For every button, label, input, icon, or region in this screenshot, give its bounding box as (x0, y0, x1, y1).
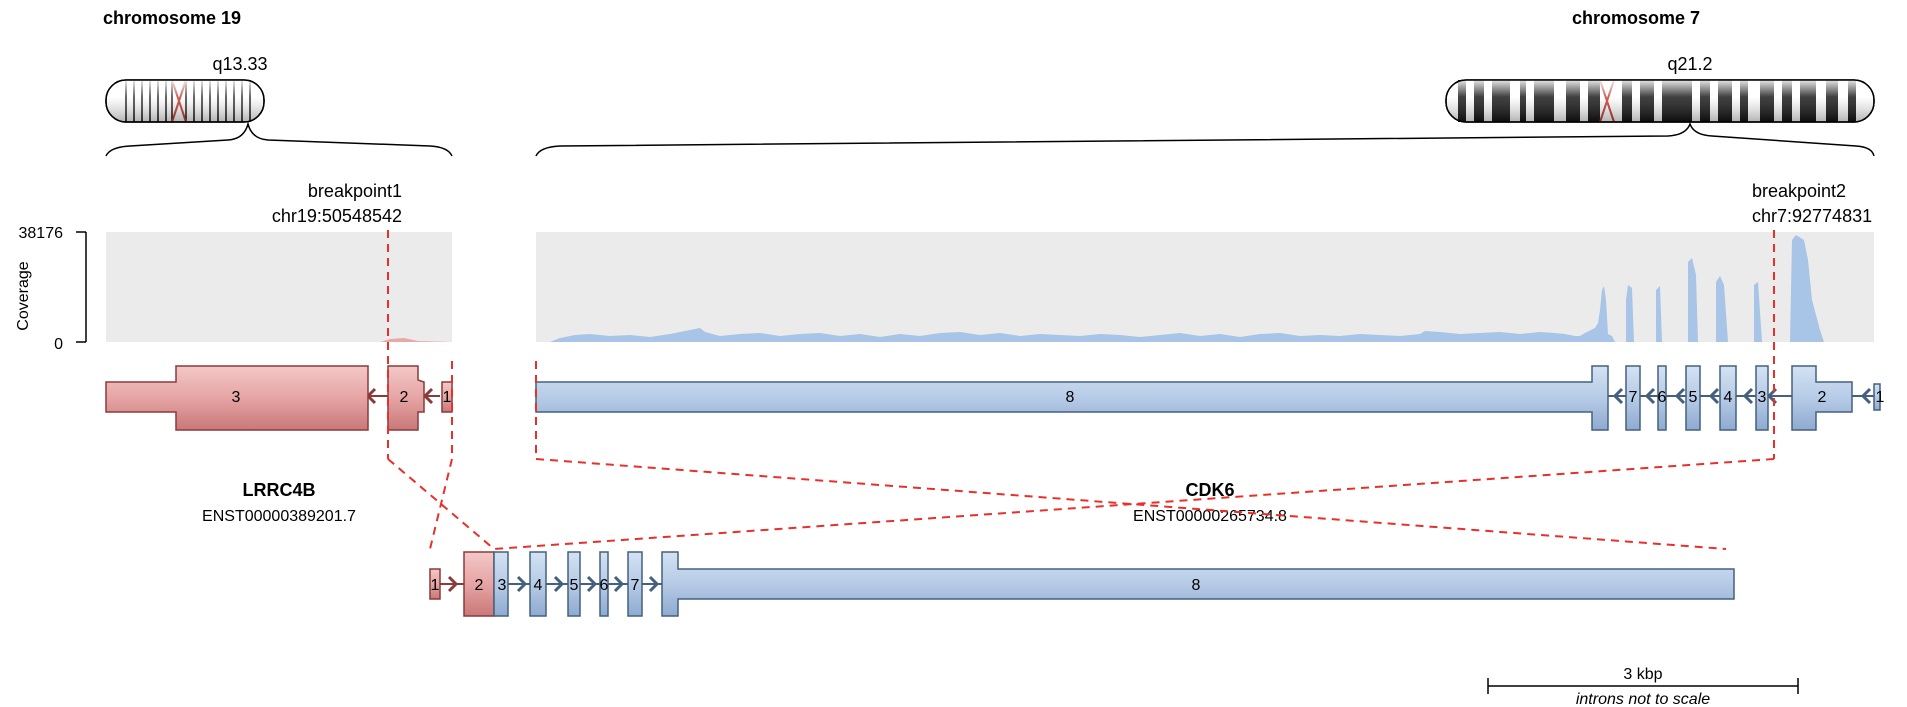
fusion-exon-1-label: 1 (431, 577, 440, 594)
chromosome-19-zoom-brace (105, 121, 453, 157)
cdk6-exon-8-label: 8 (1066, 389, 1075, 406)
fusion-exon-8 (661, 551, 1735, 617)
lrrc4b-transcript-id: ENST00000389201.7 (202, 508, 356, 525)
coverage-axis: 38176 0 Coverage (15, 225, 87, 353)
cdk6-exon-5-label: 5 (1689, 389, 1698, 406)
lrrc4b-gene-track: 3 2 1 (105, 365, 453, 431)
scale-bar: 3 kbp introns not to scale (1487, 666, 1799, 707)
lrrc4b-exon-2 (387, 365, 425, 431)
cdk6-exon-4 (1719, 365, 1737, 431)
cdk6-exon-6 (1657, 365, 1667, 431)
scale-bar-label: 3 kbp (1623, 666, 1662, 683)
cdk6-gene-track: 8 7 6 5 4 3 2 1 (535, 365, 1885, 431)
lrrc4b-gene-name: LRRC4B (242, 480, 315, 500)
cdk6-exon-7 (1625, 365, 1641, 431)
lrrc4b-exon-3-label: 3 (232, 389, 241, 406)
coverage-track-lrrc4b (380, 338, 452, 342)
lrrc4b-exon-3 (105, 365, 369, 431)
cdk6-exon-2-label: 2 (1818, 389, 1827, 406)
coverage-max-label: 38176 (19, 225, 64, 242)
fusion-exon-8-label: 8 (1192, 577, 1201, 594)
fusion-exon-6 (599, 551, 609, 617)
coverage-min-label: 0 (54, 336, 63, 353)
coverage-track-cdk6 (550, 235, 1824, 342)
fusion-exon-2-lrrc4b (463, 551, 495, 617)
lrrc4b-exon-1-label: 1 (443, 389, 452, 406)
chromosome-19-band: q13.33 (212, 54, 267, 74)
scale-bar-note: introns not to scale (1576, 691, 1710, 707)
fusion-exon-6-label: 6 (600, 577, 609, 594)
coverage-axis-label: Coverage (15, 261, 32, 330)
breakpoint2-label: breakpoint2 (1752, 181, 1846, 201)
breakpoint2-position: chr7:92774831 (1752, 206, 1872, 226)
breakpoint-lines (387, 230, 1775, 550)
chromosome-19-ideogram (105, 79, 265, 123)
chromosome-7-zoom-brace (535, 121, 1875, 157)
cdk6-exon-8 (535, 365, 1609, 431)
fusion-exon-5-label: 5 (570, 577, 579, 594)
chromosome-7-title: chromosome 7 (1572, 8, 1700, 28)
coverage-panel-lrrc4b (106, 232, 452, 342)
cdk6-exon-7-label: 7 (1629, 389, 1638, 406)
fusion-exon-3-label: 3 (498, 577, 507, 594)
breakpoint1-label: breakpoint1 (308, 181, 402, 201)
fusion-exon-1 (429, 568, 441, 600)
chromosome-19-title: chromosome 19 (103, 8, 241, 28)
coverage-panel-cdk6 (536, 232, 1874, 342)
fusion-exon-4-label: 4 (534, 577, 543, 594)
fusion-exon-2-cdk6 (493, 551, 509, 617)
cdk6-exon-6-label: 6 (1658, 389, 1667, 406)
cdk6-gene-name: CDK6 (1185, 480, 1234, 500)
cdk6-exon-3-label: 3 (1758, 389, 1767, 406)
chromosome-7-band: q21.2 (1667, 54, 1712, 74)
cdk6-exon-3 (1755, 365, 1769, 431)
cdk6-exon-5 (1685, 365, 1701, 431)
fusion-exon-7 (627, 551, 643, 617)
fusion-exon-7-label: 7 (631, 577, 640, 594)
fusion-exon-5 (567, 551, 581, 617)
cdk6-exon-1-label: 1 (1876, 389, 1885, 406)
chromosome-7-ideogram (1445, 79, 1875, 123)
cdk6-exon-1 (1873, 383, 1881, 411)
fusion-transcript-track: 1 2 3 4 5 6 7 8 (429, 551, 1735, 617)
fusion-exon-2-label: 2 (475, 577, 484, 594)
cdk6-exon-2 (1791, 365, 1853, 431)
breakpoint1-position: chr19:50548542 (272, 206, 402, 226)
fusion-exon-4 (529, 551, 547, 617)
lrrc4b-exon-2-label: 2 (400, 389, 409, 406)
cdk6-exon-4-label: 4 (1724, 389, 1733, 406)
